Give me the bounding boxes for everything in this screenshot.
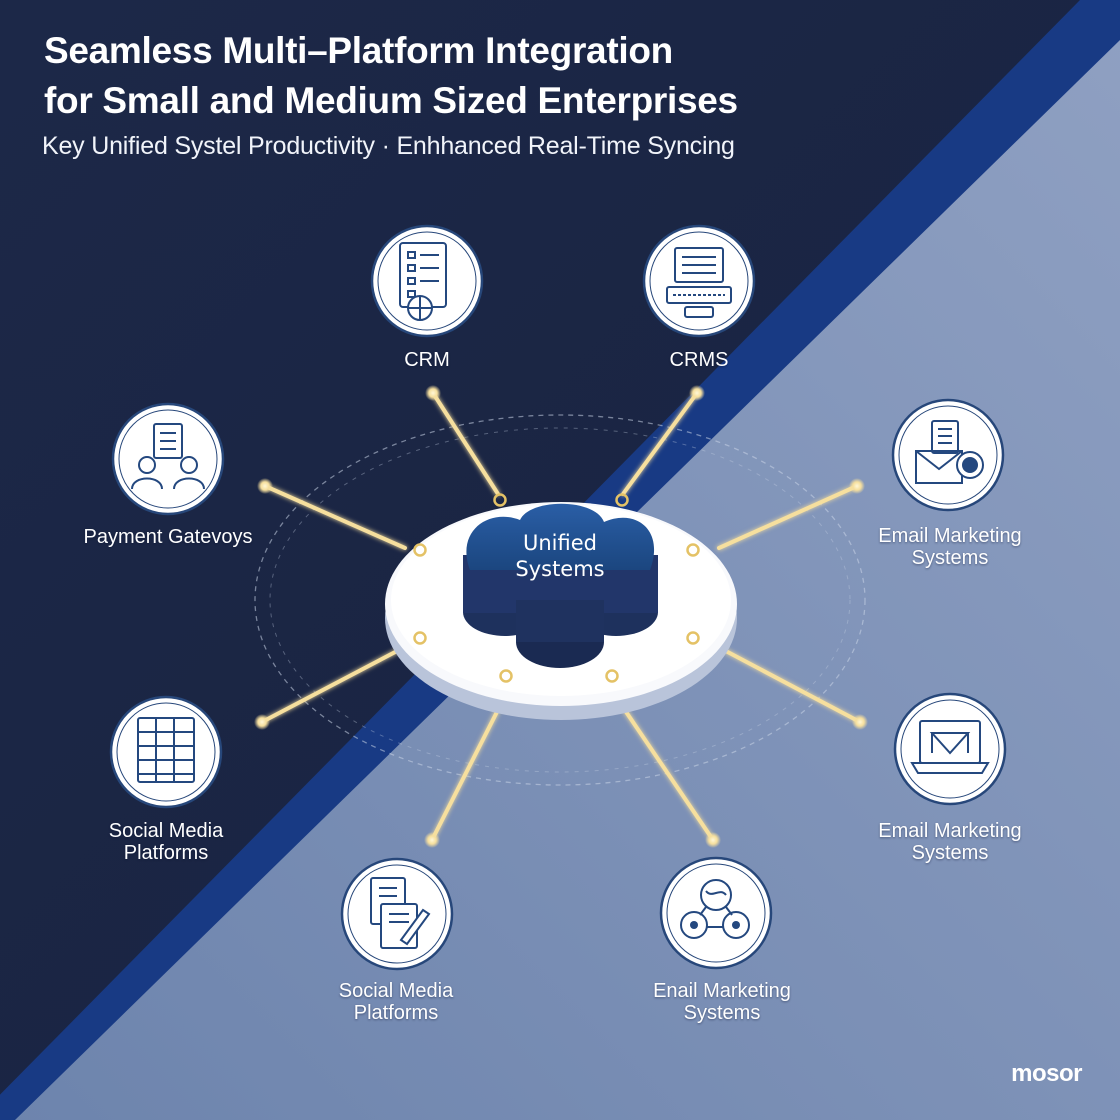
page-title: Seamless Multi–Platform Integration for … [44, 26, 738, 126]
node-label-email-marketing-1: Email Marketing Systems [878, 525, 1022, 569]
connector-payment-gateways [263, 484, 407, 550]
node-icon-social-media-1 [109, 695, 223, 809]
node-label-email-marketing-2: Email Marketing Systems [878, 820, 1022, 864]
connector-crm [431, 391, 500, 496]
node-icon-email-marketing-3 [659, 856, 773, 970]
connector-email-marketing-1 [717, 484, 859, 550]
subtitle: Key Unified Systel Productivity · Enhhan… [42, 132, 735, 160]
node-icon-email-marketing-1 [891, 398, 1005, 512]
title-line-1: Seamless Multi–Platform Integration [44, 30, 673, 71]
node-icon-crms [642, 224, 756, 338]
hub-label-line-1: Unified [523, 531, 597, 555]
connectors [260, 391, 862, 842]
node-label-email-marketing-3: Enail Marketing Systems [653, 980, 791, 1024]
hub-label-line-2: Systems [515, 557, 605, 581]
title-line-2: for Small and Medium Sized Enterprises [44, 80, 738, 121]
hub-cloud-icon [463, 503, 658, 668]
node-label-crm: CRM [404, 349, 450, 371]
node-label-social-media-2: Social Media Platforms [338, 980, 454, 1024]
brand-logo: mosor [1011, 1060, 1082, 1087]
node-icon-email-marketing-2 [893, 692, 1007, 806]
node-icon-crm [370, 224, 484, 338]
node-label-social-media-1: Social Media Platforms [108, 820, 224, 864]
connector-social-media-1 [260, 638, 420, 724]
node-label-crms: CRMS [669, 349, 729, 371]
node-icon-payment-gateways [111, 402, 225, 516]
connector-email-marketing-2 [703, 638, 862, 724]
node-icon-social-media-2 [340, 857, 454, 971]
orbit-ring-inner [269, 427, 851, 773]
connector-social-media-2 [430, 698, 505, 842]
orbit-ring-outer [254, 414, 866, 786]
connector-email-marketing-3 [616, 698, 715, 842]
connector-endpoints [254, 385, 868, 848]
connector-crms [621, 391, 699, 496]
hub-label: Unified Systems [515, 530, 604, 582]
node-label-payment-gateways: Payment Gatevoys [83, 526, 253, 548]
